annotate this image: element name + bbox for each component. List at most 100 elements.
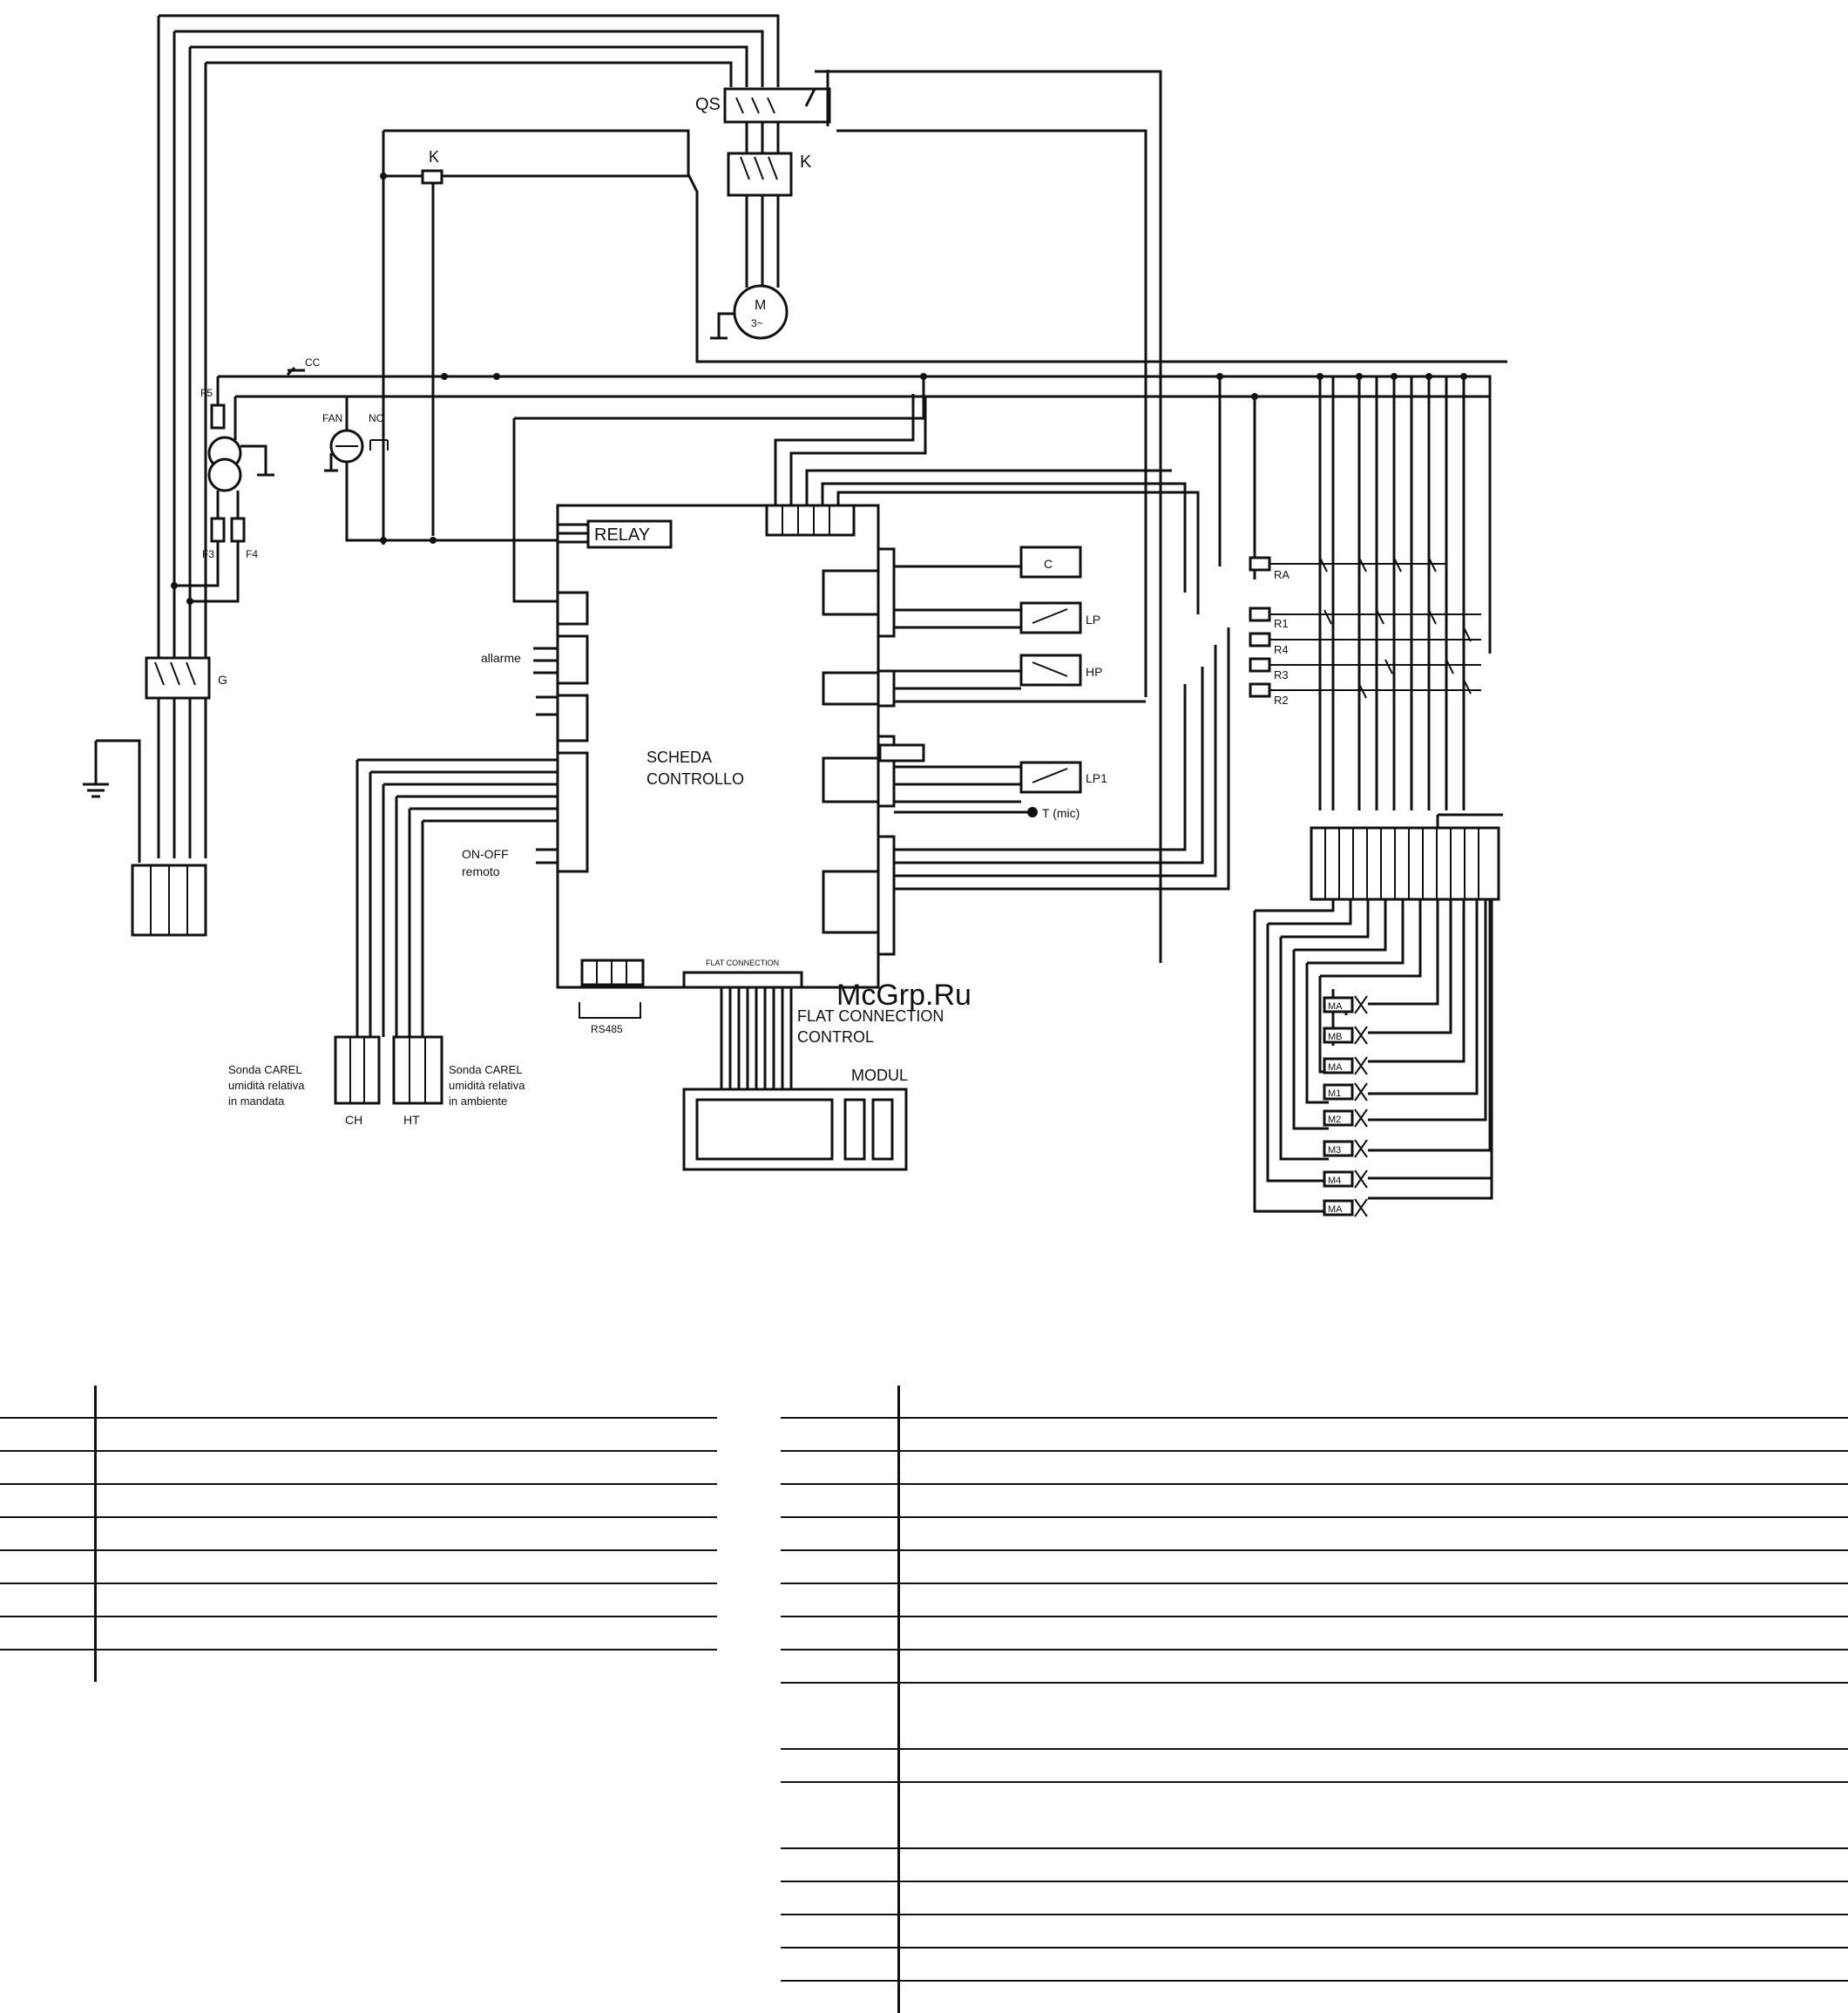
wiring-diagram: QS K K M 3~ CC <box>0 0 1848 1237</box>
table-cell <box>781 1683 899 1749</box>
table-row <box>781 1550 1848 1583</box>
table-row <box>781 1583 1848 1616</box>
table-cell <box>0 1517 96 1550</box>
table-cell <box>899 1749 1848 1782</box>
table-row <box>781 1650 1848 1683</box>
r2-label: R2 <box>1274 694 1289 707</box>
table-cell <box>899 1583 1848 1616</box>
table-cell <box>781 1418 899 1451</box>
table-cell <box>781 1616 899 1650</box>
table-cell <box>899 1418 1848 1451</box>
table-cell <box>899 1782 1848 1848</box>
watermark: McGrp.Ru <box>836 979 971 1012</box>
table-cell <box>781 1848 899 1881</box>
k-coil-label: K <box>429 148 439 166</box>
table-cell <box>899 1484 1848 1517</box>
scheda-label-1: SCHEDA <box>646 749 712 766</box>
table-row <box>781 1386 1848 1418</box>
flat-label-2: CONTROL <box>797 1028 874 1046</box>
f3-label: F3 <box>202 548 214 560</box>
table-cell <box>0 1550 96 1583</box>
table-row <box>781 1782 1848 1848</box>
valve-label: MB <box>1328 1032 1343 1042</box>
hp-label: HP <box>1086 665 1102 679</box>
table-row <box>0 1583 717 1616</box>
carel-left-2: umidità relativa <box>228 1079 305 1092</box>
table-cell <box>96 1386 718 1418</box>
valve-group: MA MB MA M1 M2 M3 M4 MA <box>1324 996 1367 1217</box>
table-cell <box>781 1550 899 1583</box>
r1-label: R1 <box>1274 617 1289 630</box>
table-cell <box>0 1386 96 1418</box>
transformer-fuses: F5 F3 F4 <box>171 376 274 605</box>
onoff-label-1: ON-OFF <box>462 847 509 861</box>
table-row <box>0 1484 717 1517</box>
right-table <box>781 1386 1848 2013</box>
modul-label: MODUL <box>851 1067 908 1084</box>
carel-right-3: in ambiente <box>449 1095 507 1108</box>
table-row <box>781 1418 1848 1451</box>
table-row <box>0 1650 717 1682</box>
table-cell <box>96 1451 718 1484</box>
table-cell <box>0 1616 96 1650</box>
table-row <box>781 1616 1848 1650</box>
table-cell <box>899 1981 1848 2013</box>
table-cell <box>781 1386 899 1418</box>
f5-label: F5 <box>200 387 213 399</box>
table-cell <box>899 1915 1848 1948</box>
f4-label: F4 <box>246 548 258 560</box>
table-cell <box>899 1517 1848 1550</box>
table-row <box>0 1550 717 1583</box>
valve-label: MA <box>1328 1001 1343 1012</box>
table-cell <box>899 1848 1848 1881</box>
table-cell <box>781 1517 899 1550</box>
table-row <box>781 1451 1848 1484</box>
carel-left-1: Sonda CAREL <box>228 1063 302 1076</box>
flat-cable-module: FLAT CONNECTION CONTROL MODUL <box>684 987 944 1169</box>
table-cell <box>781 1915 899 1948</box>
table-cell <box>781 1583 899 1616</box>
valve-label: M3 <box>1328 1145 1341 1156</box>
table-cell <box>899 1948 1848 1981</box>
table-cell <box>0 1650 96 1682</box>
carel-right-2: umidità relativa <box>449 1079 525 1092</box>
g-label: G <box>218 673 227 687</box>
table-cell <box>96 1583 718 1616</box>
table-cell <box>0 1451 96 1484</box>
lp1-label: LP1 <box>1086 771 1107 785</box>
r3-label: R3 <box>1274 668 1289 681</box>
k-contactor: K K <box>380 122 1507 545</box>
nc-label: NC <box>369 412 384 424</box>
table-row <box>781 1948 1848 1981</box>
table-row <box>781 1981 1848 2013</box>
table-cell <box>0 1484 96 1517</box>
table-cell <box>0 1583 96 1616</box>
valves: MA MB MA M1 M2 M3 M4 MA <box>1255 899 1492 1217</box>
table-cell <box>0 1418 96 1451</box>
rs485-label: RS485 <box>591 1023 623 1035</box>
table-cell <box>781 1881 899 1915</box>
k-contactor-label: K <box>800 152 812 172</box>
motor-m-label: M <box>755 298 766 313</box>
table-row <box>0 1418 717 1451</box>
table-cell <box>899 1550 1848 1583</box>
table-row <box>0 1616 717 1650</box>
table-cell <box>781 1650 899 1683</box>
fan-label: FAN <box>322 412 342 424</box>
table-cell <box>899 1451 1848 1484</box>
table-row <box>781 1915 1848 1948</box>
table-row <box>781 1517 1848 1550</box>
allarme-label: allarme <box>481 651 521 665</box>
valve-label: M4 <box>1328 1176 1341 1186</box>
valve-label: MA <box>1328 1204 1343 1215</box>
table-row <box>0 1386 717 1418</box>
ht-label: HT <box>403 1113 420 1127</box>
table-cell <box>96 1517 718 1550</box>
table-cell <box>781 1981 899 2013</box>
table-cell <box>899 1616 1848 1650</box>
table-cell <box>96 1650 718 1682</box>
carel-right-1: Sonda CAREL <box>449 1063 523 1076</box>
valve-label: M1 <box>1328 1088 1341 1099</box>
ra-label: RA <box>1274 568 1290 581</box>
flat-small-label: FLAT CONNECTION <box>706 959 779 967</box>
